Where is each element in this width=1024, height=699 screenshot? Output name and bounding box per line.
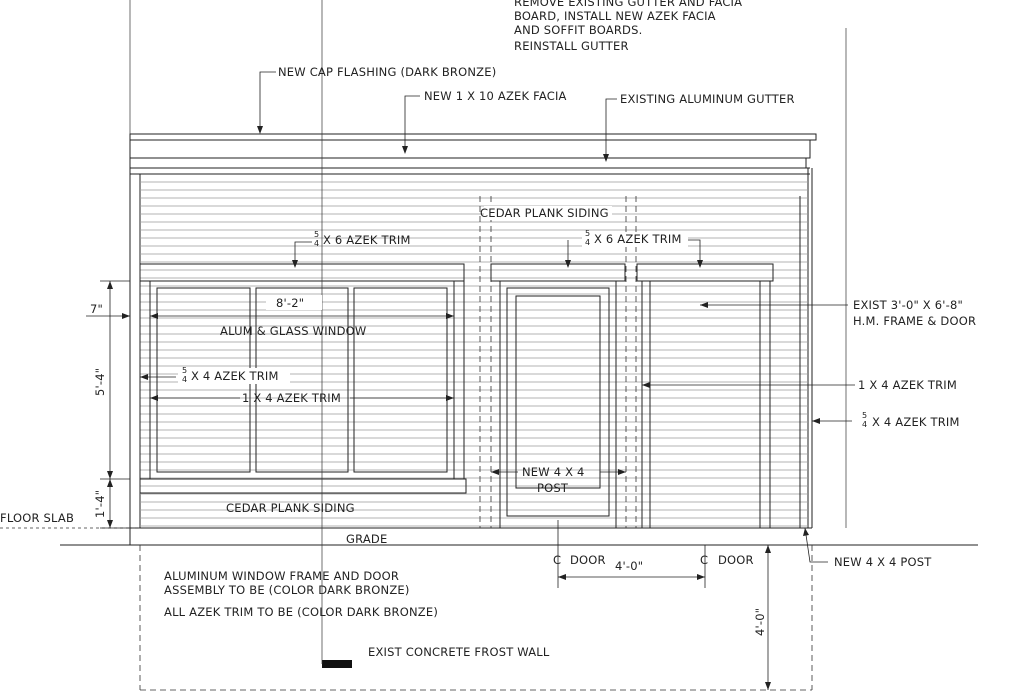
door-label-line2: H.M. FRAME & DOOR — [853, 314, 976, 328]
cedar-siding — [140, 181, 808, 527]
frost-wall — [139, 545, 813, 691]
foundation-depth-dim: 4'-0" — [753, 608, 767, 636]
trim-4-left-fraction-num: 5 — [182, 366, 187, 375]
door-centerline-1: DOOR — [570, 553, 606, 567]
new-post-label: NEW 4 X 4 POST — [834, 555, 932, 569]
trim-6-right-fraction-den: 4 — [585, 238, 590, 247]
frost-wall-label: EXIST CONCRETE FROST WALL — [368, 645, 550, 659]
post-label-line1: NEW 4 X 4 — [522, 465, 585, 479]
trim-4-left-label: X 4 AZEK TRIM — [191, 369, 279, 383]
general-note-line2: ASSEMBLY TO BE (COLOR DARK BRONZE) — [164, 583, 410, 597]
cap-flashing-label: NEW CAP FLASHING (DARK BRONZE) — [278, 65, 496, 79]
building-outline — [0, 168, 978, 546]
trim-4-right-label: X 4 AZEK TRIM — [872, 415, 960, 429]
trim-6-right-fraction-num: 5 — [585, 229, 590, 238]
floor-slab-label: FLOOR SLAB — [0, 511, 74, 525]
annotations: REMOVE EXISTING GUTTER AND FACIA BOARD, … — [0, 0, 976, 659]
trim-6-left-fraction-num: 5 — [314, 230, 319, 239]
door-centerline-2: DOOR — [718, 553, 754, 567]
door-label-line1: EXIST 3'-0" X 6'-8" — [853, 298, 963, 312]
trim-1x4-door-label: 1 X 4 AZEK TRIM — [858, 378, 957, 392]
gutter-note-line3: AND SOFFIT BOARDS. — [514, 23, 642, 37]
centerline-symbol-2: C — [700, 553, 708, 567]
existing-gutter-label: EXISTING ALUMINUM GUTTER — [620, 92, 795, 106]
gutter-note-line4: REINSTALL GUTTER — [514, 39, 629, 53]
trim-4-right-fraction-num: 5 — [862, 411, 867, 420]
trim-4-right-fraction-den: 4 — [862, 420, 867, 429]
posts — [479, 196, 801, 528]
leader-lines — [140, 71, 855, 563]
door-right — [636, 263, 774, 529]
window-width-dim: 8'-2" — [276, 296, 304, 310]
door-spacing-dim: 4'-0" — [615, 559, 643, 573]
trim-7-dim: 7" — [90, 302, 103, 316]
gutter-note-line1: REMOVE EXISTING GUTTER AND FACIA — [514, 0, 742, 9]
azek-facia-label: NEW 1 X 10 AZEK FACIA — [424, 89, 567, 103]
trim-1x4-window-label: 1 X 4 AZEK TRIM — [242, 391, 341, 405]
trim-6-left-fraction-den: 4 — [314, 239, 319, 248]
window-height-dim: 5'-4" — [93, 368, 107, 396]
trim-6-right-label: X 6 AZEK TRIM — [594, 232, 682, 246]
reference-lines — [129, 0, 847, 664]
cedar-siding-lower-label: CEDAR PLANK SIDING — [226, 501, 355, 515]
dimension-lines — [86, 280, 771, 690]
post-label-line2: POST — [537, 481, 569, 495]
general-note-line3: ALL AZEK TRIM TO BE (COLOR DARK BRONZE) — [164, 605, 438, 619]
general-note-line1: ALUMINUM WINDOW FRAME AND DOOR — [164, 569, 399, 583]
grade-label: GRADE — [346, 532, 387, 546]
trim-4-left-fraction-den: 4 — [182, 375, 187, 384]
roof-facia — [129, 133, 817, 175]
cedar-siding-upper-label: CEDAR PLANK SIDING — [480, 206, 609, 220]
gutter-note-line2: BOARD, INSTALL NEW AZEK FACIA — [514, 9, 716, 23]
trim-6-left-label: X 6 AZEK TRIM — [323, 233, 411, 247]
sill-height-dim: 1'-4" — [93, 490, 107, 518]
centerline-symbol-1: C — [553, 553, 561, 567]
window-label: ALUM & GLASS WINDOW — [220, 324, 366, 338]
